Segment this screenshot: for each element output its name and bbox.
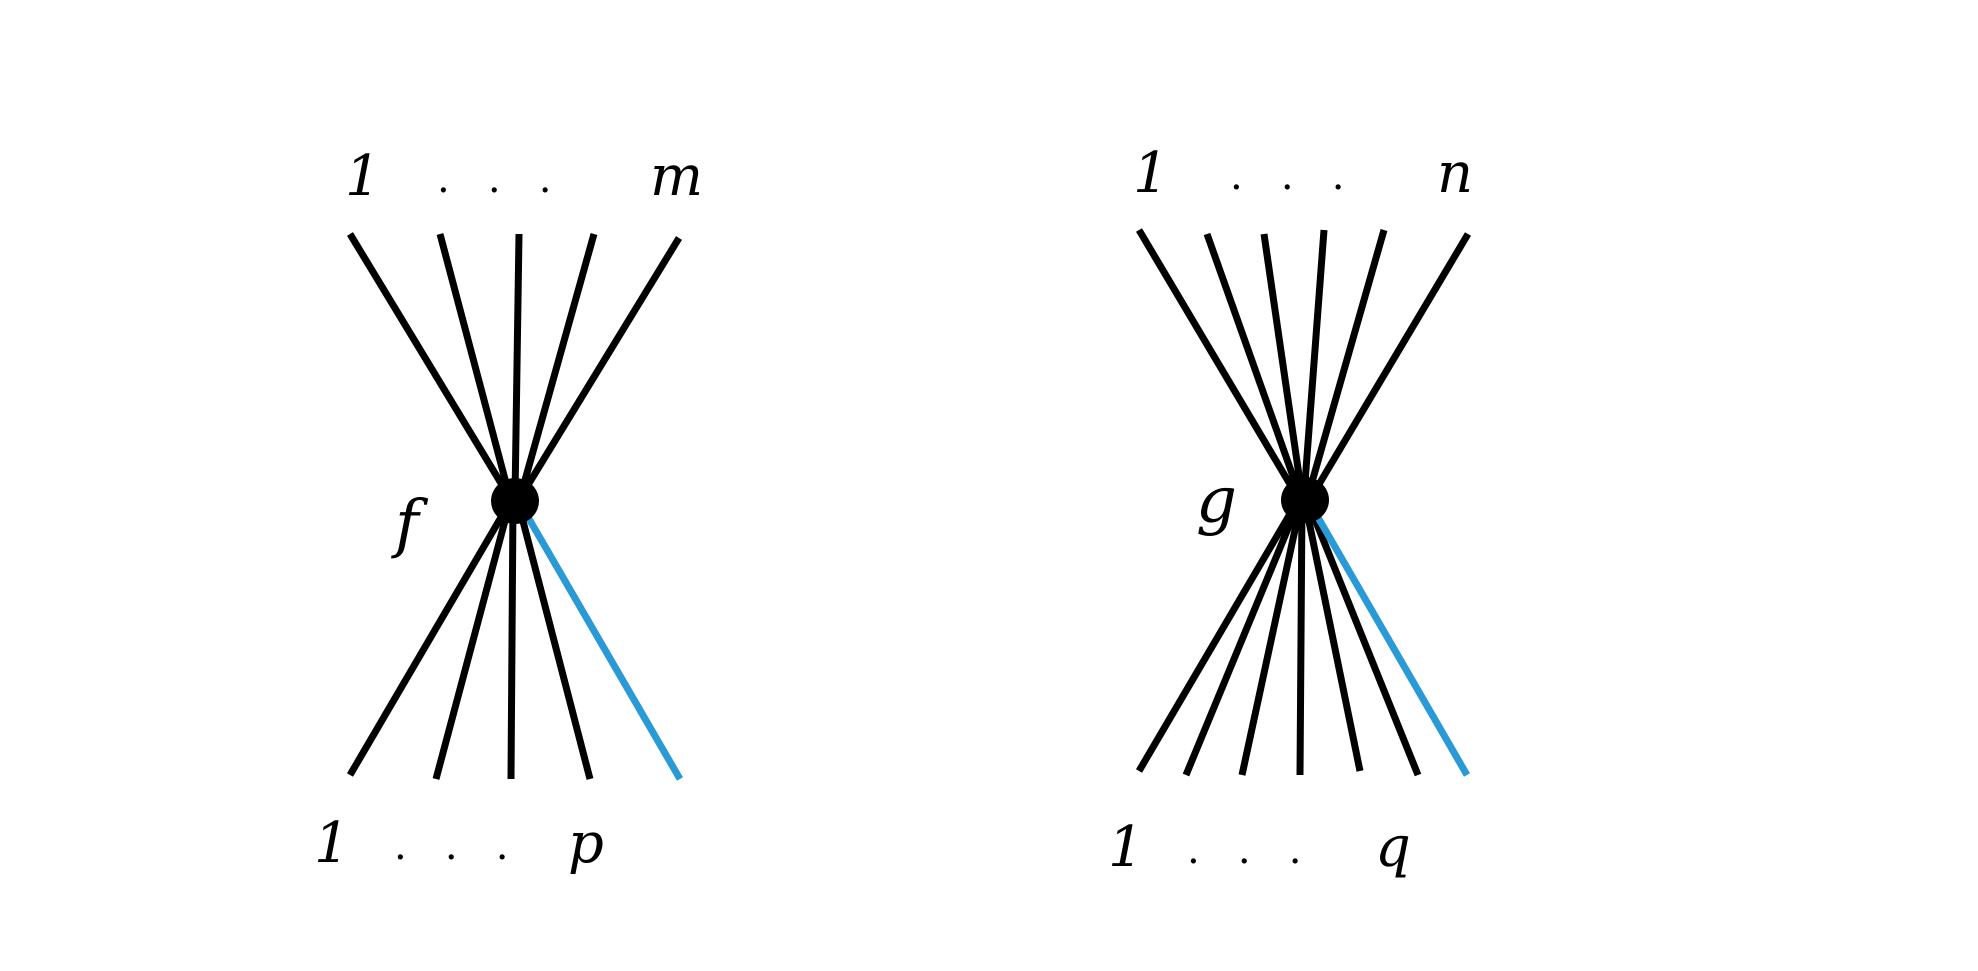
g-top-leg-6 (1308, 232, 1472, 498)
vertex-g-node (1281, 477, 1329, 523)
g-bottom-leg-5 (1301, 501, 1364, 772)
vertex-f-diagram (346, 232, 684, 781)
f-bottom-first-label: 1 (314, 811, 350, 876)
g-top-last-label: n (1437, 141, 1473, 206)
f-top-last-label: m (650, 144, 703, 209)
g-top-leg-4 (1300, 229, 1328, 497)
f-top-dots: . . . (437, 156, 551, 202)
f-top-leg-2 (436, 233, 514, 499)
g-bottom-dots: . . . (1187, 827, 1301, 873)
f-bottom-dots: . . . (394, 823, 508, 869)
g-vertex-label: g (1196, 464, 1237, 538)
g-bottom-leg-3 (1238, 501, 1305, 776)
f-bottom-last-label: p (568, 811, 604, 876)
f-bottom-leg-highlight (521, 510, 684, 781)
vertex-g-diagram (1135, 228, 1472, 777)
f-top-leg-4 (516, 233, 598, 499)
f-top-first-label: 1 (345, 144, 381, 209)
f-top-leg-1 (347, 232, 513, 500)
f-bottom-leg-4 (514, 501, 594, 780)
f-bottom-leg-3 (507, 501, 517, 780)
f-bottom-leg-1 (346, 500, 514, 777)
f-top-leg-5 (517, 236, 682, 500)
g-bottom-leg-highlight (1312, 512, 1471, 777)
vertex-f-node (491, 478, 539, 524)
g-bottom-leg-1 (1135, 500, 1301, 773)
g-top-leg-1 (1135, 228, 1301, 498)
f-top-leg-3 (511, 233, 523, 499)
g-bottom-first-label: 1 (1108, 815, 1144, 880)
g-top-leg-2 (1203, 232, 1304, 498)
g-top-leg-3 (1260, 233, 1306, 497)
g-top-first-label: 1 (1133, 141, 1169, 206)
f-vertex-label: f (391, 487, 429, 561)
g-bottom-last-label: q (1375, 815, 1411, 880)
g-top-leg-5 (1304, 229, 1388, 497)
g-top-dots: . . . (1230, 153, 1344, 199)
g-bottom-leg-6 (1304, 500, 1422, 777)
f-bottom-leg-2 (432, 501, 514, 780)
g-bottom-leg-4 (1296, 501, 1306, 776)
g-bottom-leg-2 (1182, 500, 1303, 777)
